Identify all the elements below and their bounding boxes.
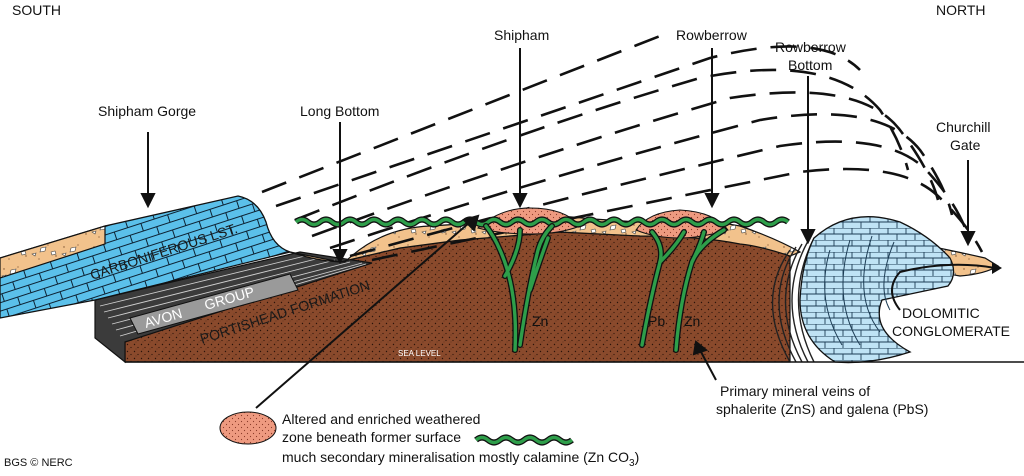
- churchill-gate-label-2: Gate: [950, 137, 981, 153]
- carboniferous-limestone-north: [799, 216, 955, 364]
- veins-note-line2: sphalerite (ZnS) and galena (PbS): [716, 401, 928, 417]
- limestone-fold-arcs: [824, 235, 895, 346]
- long-bottom-label: Long Bottom: [300, 103, 379, 119]
- sea-level-label: SEA LEVEL: [398, 349, 441, 358]
- avon-group-fold: [771, 237, 815, 363]
- dolomitic-label-1: DOLOMITIC: [902, 305, 980, 321]
- legend-line3-text: much secondary mineralisation mostly cal…: [282, 449, 629, 465]
- legend-altered-zone-swatch: [219, 411, 277, 445]
- rowberrow-bottom-label-1: Rowberrow: [775, 39, 847, 55]
- legend-line2: zone beneath former surface: [282, 429, 461, 445]
- mineral-veins-shipham: [483, 223, 555, 353]
- arrows: [140, 48, 976, 409]
- dolomitic-arrow-head: [992, 262, 1002, 274]
- dolomitic-conglomerate-south: [0, 225, 106, 279]
- credit-label: BGS © NERC: [4, 457, 73, 469]
- zn-label-2: Zn: [684, 313, 700, 329]
- dolomitic-label-2: CONGLOMERATE: [892, 323, 1010, 339]
- rowberrow-bottom-label-2: Bottom: [788, 57, 832, 73]
- shipham-label: Shipham: [494, 27, 549, 43]
- shipham-gorge-label: Shipham Gorge: [98, 103, 196, 119]
- legend-line3-end: ): [635, 449, 640, 465]
- dolomitic-curved-arrow: [891, 263, 996, 311]
- avon-label-band: [129, 273, 299, 335]
- south-label: SOUTH: [12, 2, 61, 18]
- churchill-gate-label-1: Churchill: [936, 119, 990, 135]
- legend-line3-subscript: 3: [629, 458, 635, 469]
- north-label: NORTH: [936, 2, 986, 18]
- former-surface-wavy-line-green: [294, 217, 790, 227]
- legend-line1: Altered and enriched weathered: [282, 411, 480, 427]
- mineral-veins-rowberrow: [639, 227, 727, 353]
- pb-label: Pb: [648, 313, 665, 329]
- legend-surface-swatch-green: [474, 435, 574, 445]
- rowberrow-label: Rowberrow: [676, 27, 748, 43]
- zn-label-1: Zn: [532, 313, 548, 329]
- carboniferous-limestone: [0, 195, 293, 319]
- veins-note-line1: Primary mineral veins of: [720, 383, 870, 399]
- legend-line3: much secondary mineralisation mostly cal…: [282, 449, 639, 469]
